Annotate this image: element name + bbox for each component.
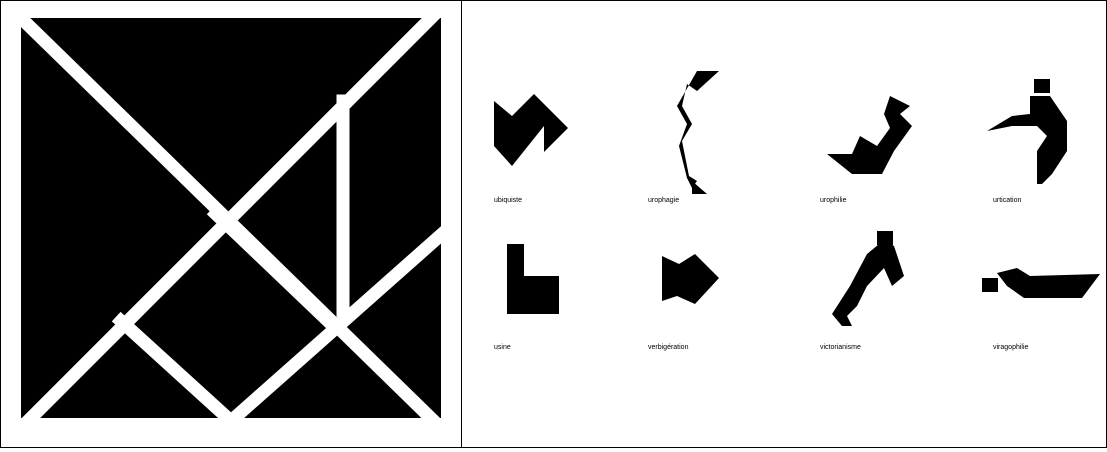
silhouette-urophagie	[647, 66, 797, 216]
caption-urtication: urtication	[993, 197, 1021, 204]
caption-urophilie: urophilie	[820, 197, 846, 204]
figure-verbigeration	[647, 226, 797, 376]
tangram-square	[1, 1, 461, 447]
figures-panel: ubiquiste urophagie urophilie urtication…	[462, 1, 1106, 447]
figure-victorianisme	[822, 226, 972, 376]
figure-usine	[482, 226, 632, 376]
silhouette-urophilie	[822, 66, 972, 216]
figure-urophilie	[822, 66, 972, 216]
caption-urophagie: urophagie	[648, 197, 679, 204]
caption-ubiquiste: ubiquiste	[494, 197, 522, 204]
caption-usine: usine	[494, 344, 511, 351]
caption-viragophilie: viragophilie	[993, 344, 1028, 351]
silhouette-ubiquiste	[482, 66, 632, 216]
silhouette-viragophilie	[982, 226, 1107, 376]
silhouette-victorianisme	[822, 226, 972, 376]
silhouette-urtication	[982, 66, 1107, 216]
tangram-square-panel	[1, 1, 461, 447]
figure-urophagie	[647, 66, 797, 216]
silhouette-verbigeration	[647, 226, 797, 376]
figure-urtication	[982, 66, 1107, 216]
caption-verbigeration: verbigération	[648, 344, 688, 351]
figure-ubiquiste	[482, 66, 632, 216]
silhouette-usine	[482, 226, 632, 376]
caption-victorianisme: victorianisme	[820, 344, 861, 351]
figure-viragophilie	[982, 226, 1107, 376]
